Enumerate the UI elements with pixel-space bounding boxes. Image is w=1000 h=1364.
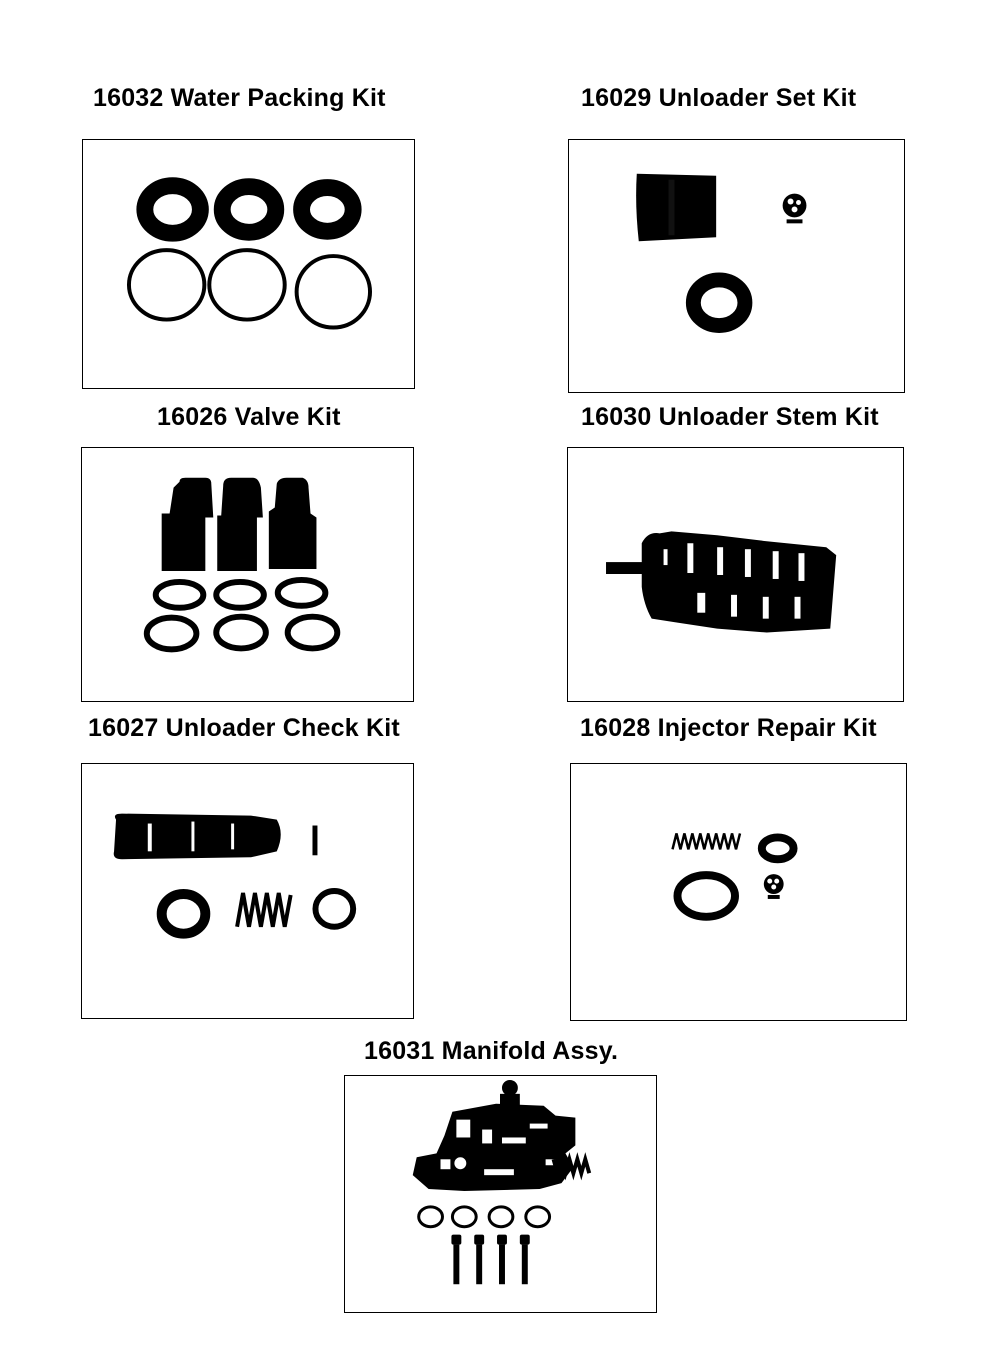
caption-16028: 16028 Injector Repair Kit (580, 714, 877, 742)
caption-16027: 16027 Unloader Check Kit (88, 714, 400, 742)
injector-repair-kit-image (570, 763, 907, 1021)
water-packing-kit-image (82, 139, 415, 389)
caption-16031: 16031 Manifold Assy. (364, 1037, 619, 1065)
unloader-set-kit-image (568, 139, 905, 393)
valve-kit-image (81, 447, 414, 702)
manifold-assembly-image (344, 1075, 657, 1313)
caption-16032: 16032 Water Packing Kit (93, 84, 386, 112)
caption-16029: 16029 Unloader Set Kit (581, 84, 857, 112)
unloader-check-kit-image (81, 763, 414, 1019)
caption-16026: 16026 Valve Kit (157, 403, 341, 431)
unloader-stem-kit-image (567, 447, 904, 702)
caption-16030: 16030 Unloader Stem Kit (581, 403, 879, 431)
